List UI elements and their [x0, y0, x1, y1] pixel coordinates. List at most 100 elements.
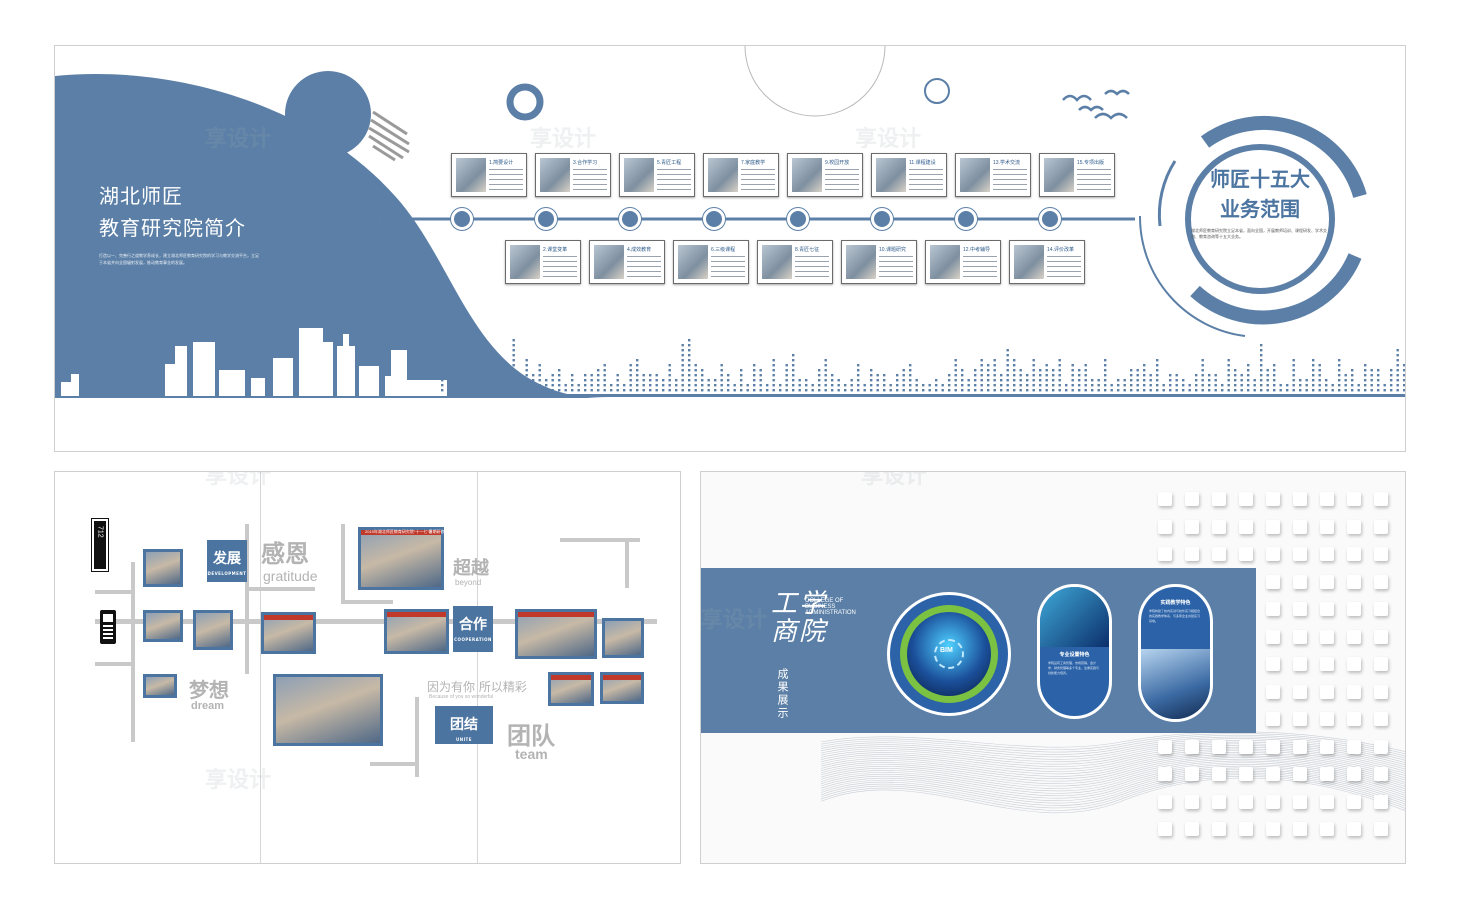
equalizer-dot [688, 359, 691, 362]
grid-square [1293, 657, 1307, 671]
equalizer-dot [993, 364, 996, 367]
equalizer-dot [1396, 364, 1399, 367]
equalizer-dot [1058, 359, 1061, 362]
equalizer-dot [1078, 369, 1081, 372]
card-title: 14.评价改革 [1047, 247, 1074, 253]
equalizer-dot [753, 384, 756, 387]
equalizer-dot [818, 369, 821, 372]
equalizer-dot [597, 374, 600, 377]
equalizer-dot [1032, 364, 1035, 367]
equalizer-dot [909, 379, 912, 382]
card-text-line [879, 256, 913, 257]
equalizer-dot [837, 379, 840, 382]
equalizer-dot [1221, 384, 1224, 387]
equalizer-dot [792, 359, 795, 362]
equalizer-dot [740, 379, 743, 382]
grid-square [1347, 822, 1361, 836]
photo-tile [384, 609, 449, 654]
equalizer-dot [1227, 389, 1230, 392]
equalizer-dot [1084, 379, 1087, 382]
equalizer-dot [805, 389, 808, 392]
equalizer-dot [629, 384, 632, 387]
equalizer-dot [538, 374, 541, 377]
card-text-line [657, 169, 691, 170]
equalizer-dot [1370, 389, 1373, 392]
equalizer-dot [493, 389, 496, 392]
card-text-line [795, 266, 829, 267]
equalizer-dot [1299, 379, 1302, 382]
equalizer-dot [577, 389, 580, 392]
equalizer-dot [701, 374, 704, 377]
equalizer-dot [1006, 369, 1009, 372]
equalizer-dot [668, 364, 671, 367]
equalizer-dot [467, 379, 470, 382]
watermark: 享设计 [205, 471, 272, 488]
equalizer-dot [1149, 374, 1152, 377]
equalizer-dot [850, 384, 853, 387]
equalizer-dot [681, 344, 684, 347]
equalizer-dot [688, 354, 691, 357]
photo-tile: 2019年湖北师匠教育研究院“十一七”暑期研修活动合影 [358, 527, 461, 590]
equalizer-dot [1318, 374, 1321, 377]
photo-tile [143, 549, 183, 587]
equalizer-dot [1357, 384, 1360, 387]
equalizer-dot [1396, 379, 1399, 382]
grid-square [1293, 602, 1307, 616]
banner-text: 2019年湖北师匠教育研究院“十一七”暑期研修活动合影 [365, 529, 461, 534]
equalizer-dot [915, 389, 918, 392]
equalizer-dot [1318, 379, 1321, 382]
equalizer-dot [1136, 374, 1139, 377]
equalizer-dot [467, 389, 470, 392]
culture-wall-panel: 712 2019年湖北师匠教育研究院“十一七”暑期研修活动合影 发展 DEVEL… [54, 471, 681, 864]
card-text-line [627, 266, 661, 267]
equalizer-dot [512, 349, 515, 352]
grid-square [1374, 547, 1388, 561]
equalizer-dot [889, 389, 892, 392]
title-line-1: 湖北师匠 [99, 184, 183, 208]
equalizer-dot [772, 369, 775, 372]
equalizer-dot [1377, 389, 1380, 392]
equalizer-dot [1045, 384, 1048, 387]
equalizer-dot [785, 374, 788, 377]
equalizer-dot [1045, 389, 1048, 392]
timeline-node [871, 208, 893, 230]
equalizer-dot [987, 379, 990, 382]
equalizer-dot [974, 384, 977, 387]
grid-square [1347, 794, 1361, 809]
equalizer-dot [1013, 364, 1016, 367]
grid-square [1185, 739, 1199, 754]
equalizer-dot [1143, 389, 1146, 392]
equalizer-dot [454, 384, 457, 387]
card-photo [960, 158, 990, 192]
equalizer-dot [753, 389, 756, 392]
equalizer-dot [681, 364, 684, 367]
equalizer-dot [909, 369, 912, 372]
equalizer-dot [1104, 379, 1107, 382]
equalizer-dot [759, 379, 762, 382]
card-text-line [909, 189, 943, 190]
equalizer-dot [1058, 364, 1061, 367]
equalizer-dot [1227, 374, 1230, 377]
equalizer-dot [818, 384, 821, 387]
timeline-node [703, 208, 725, 230]
grid-square [1239, 547, 1253, 561]
equalizer-dot [980, 369, 983, 372]
equalizer-dot [993, 374, 996, 377]
scope-title: 师匠十五大 业务范围 [1185, 164, 1335, 224]
photo-tile [600, 672, 644, 704]
timeline-card: 10.课题研究 [841, 240, 917, 284]
equalizer-dot [603, 369, 606, 372]
equalizer-dot [1214, 374, 1217, 377]
equalizer-dot [1201, 389, 1204, 392]
equalizer-dot [909, 389, 912, 392]
equalizer-dot [1305, 389, 1308, 392]
equalizer-dot [948, 384, 951, 387]
equalizer-dot [1396, 384, 1399, 387]
equalizer-dot [558, 379, 561, 382]
equalizer-dot [493, 364, 496, 367]
timeline-node [619, 208, 641, 230]
equalizer-dot [954, 379, 957, 382]
equalizer-dot [1396, 369, 1399, 372]
equalizer-dot [876, 379, 879, 382]
equalizer-dot [681, 369, 684, 372]
